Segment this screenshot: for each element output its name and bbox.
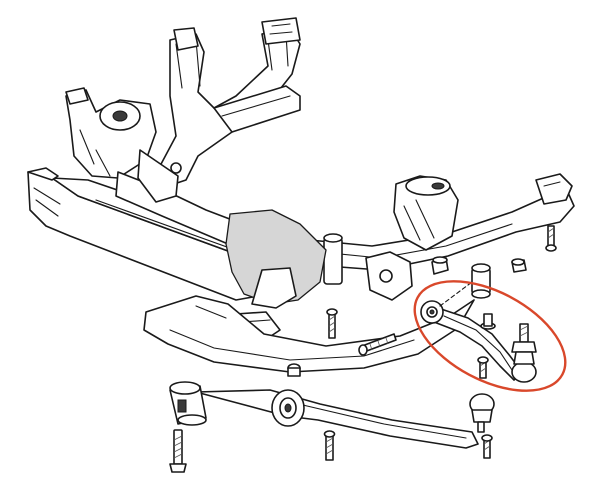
control-arm-bushing-separate: [471, 263, 491, 299]
upper-control-arm-assembly: [420, 256, 537, 383]
control-arm: [420, 300, 523, 381]
highlight-circle: [413, 280, 567, 392]
control-arm-ball-stud: [511, 323, 537, 383]
left-lower-control-arm: [195, 389, 479, 449]
ball-joint: [469, 393, 495, 433]
front-bushing: [169, 381, 207, 426]
bushing-bolt: [169, 429, 187, 473]
lower-shield-plate: [143, 209, 475, 373]
rear-crossmember: [159, 17, 301, 187]
left-strut-mount: [65, 87, 157, 179]
nut-center: [287, 363, 301, 377]
bolt-lower-mid: [323, 430, 336, 461]
bolt-right-rail: [545, 225, 557, 252]
bolt-center-vertical: [326, 308, 338, 339]
right-strut-mount: [393, 175, 459, 251]
fastener-bolts: [287, 225, 557, 461]
control-arm-nut: [511, 258, 527, 273]
control-arm-washer: [480, 313, 496, 330]
control-arm-bolt: [477, 356, 489, 379]
bolt-lower-right: [481, 434, 493, 459]
bolt-center-horizontal: [358, 333, 397, 356]
